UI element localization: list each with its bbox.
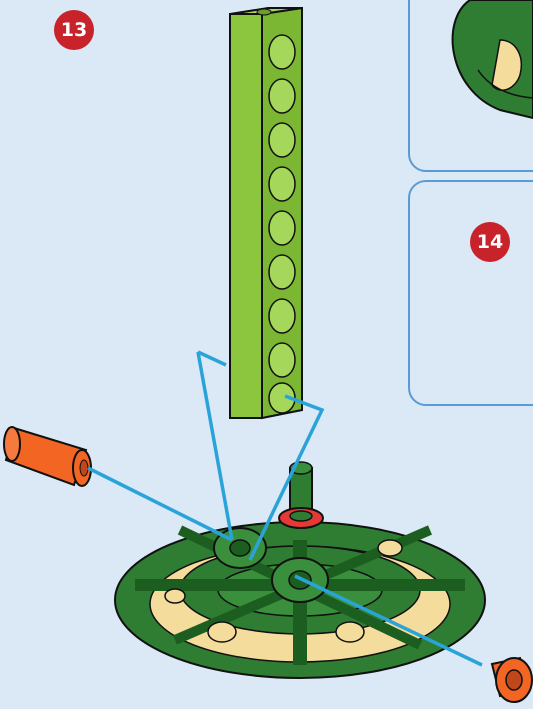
step-number-badge: 13 [54, 10, 94, 50]
next-step-number-badge: 14 [470, 222, 510, 262]
turntable-base-icon [115, 522, 485, 678]
preview-base-icon [453, 0, 533, 118]
axle-icon [279, 462, 323, 528]
green-rod-icon [230, 8, 302, 418]
orange-stopper-icon [492, 658, 532, 702]
orange-pin-icon [4, 427, 91, 486]
